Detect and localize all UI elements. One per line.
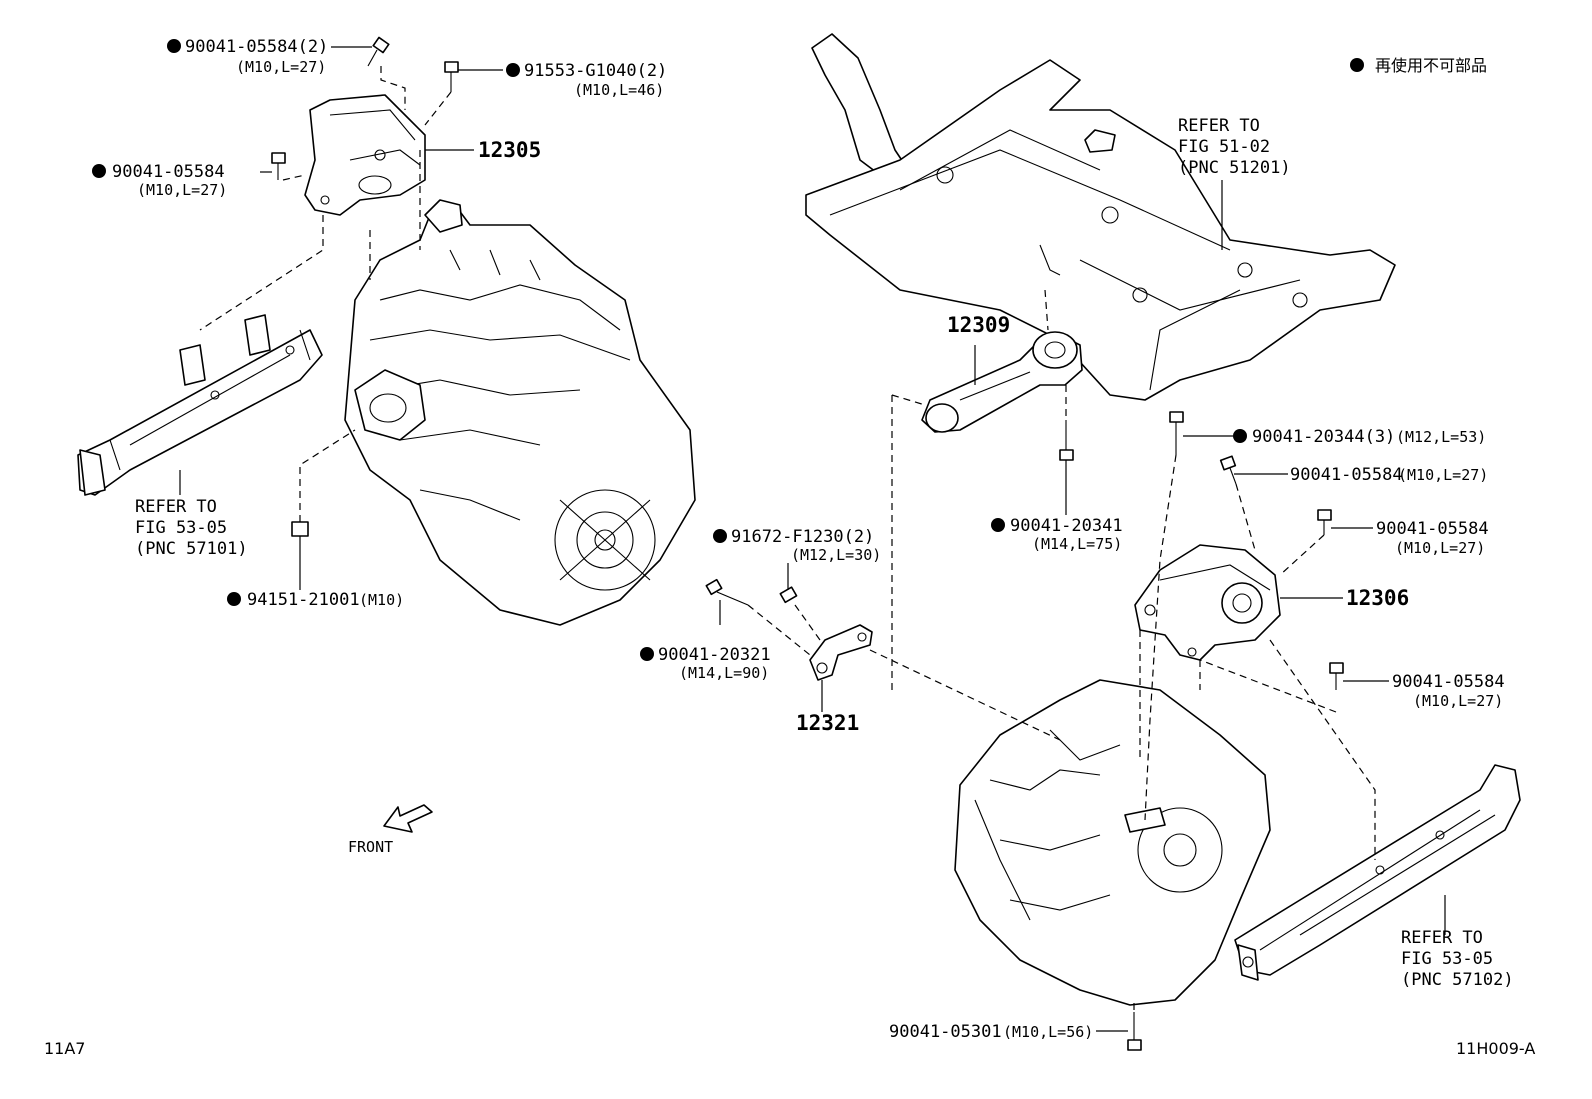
leader-lines	[179, 46, 1446, 1032]
torque-rod-12309-drawing	[921, 331, 1083, 433]
bolt-b8-icon	[1169, 411, 1184, 455]
part-spec: (M10,L=27)	[1395, 539, 1485, 557]
ref-subframe-line1: REFER TO	[1178, 116, 1260, 136]
bolt-b7-icon	[1059, 420, 1074, 461]
ref-subframe-line2: FIG 51-02	[1178, 137, 1270, 157]
bolt-b1-icon	[367, 36, 390, 67]
bolt-b11-icon	[1329, 662, 1344, 690]
callout-b2[interactable]: 91553-G1040(2) (M10,L=46)	[506, 61, 667, 99]
bolt-b2-icon	[444, 61, 459, 92]
ref-subframe[interactable]: REFER TO FIG 51-02 (PNC 51201)	[1178, 116, 1291, 178]
bolt-b12-icon	[1127, 1012, 1142, 1051]
engine-block-drawing	[344, 199, 696, 626]
part-spec: (M10,L=27)	[137, 181, 227, 199]
non-reusable-dot-icon	[713, 529, 727, 543]
bolt-icons	[271, 36, 1344, 1051]
front-subframe-drawing	[805, 33, 1396, 401]
part-spec: (M10,L=27)	[1398, 466, 1488, 484]
non-reusable-dot-icon	[227, 592, 241, 606]
ref-right-member-line2: FIG 53-05	[1401, 949, 1493, 969]
ref-right-member-line3: (PNC 57102)	[1401, 970, 1514, 990]
part-spec: (M12,L=53)	[1396, 428, 1486, 446]
corner-code-right: 11H009-A	[1456, 1039, 1535, 1058]
transmission-mount-12306-drawing	[1134, 544, 1281, 661]
callout-b1[interactable]: 90041-05584(2) (M10,L=27)	[167, 37, 328, 76]
callout-b7[interactable]: 90041-20341 (M14,L=75)	[991, 516, 1123, 553]
ref-right-member-line1: REFER TO	[1401, 928, 1483, 948]
legend: 再使用不可部品	[1350, 56, 1487, 75]
bolt-b5-icon	[779, 586, 798, 604]
part-spec: (M12,L=30)	[791, 546, 881, 564]
left-frame-member-drawing	[77, 314, 323, 496]
part-number: 94151-21001	[247, 590, 360, 610]
part-spec: (M10,L=27)	[1413, 692, 1503, 710]
part-number: 90041-05584(2)	[185, 37, 328, 57]
non-reusable-dot-icon	[1350, 58, 1364, 72]
non-reusable-dot-icon	[991, 518, 1005, 532]
ref-left-member-line1: REFER TO	[135, 497, 217, 517]
part-number: 90041-05584	[1290, 465, 1403, 485]
bracket-12321-drawing	[809, 624, 873, 681]
part-number: 90041-20344(3)	[1252, 427, 1395, 447]
bolt-b9-icon	[1219, 455, 1237, 485]
callout-b11[interactable]: 90041-05584 (M10,L=27)	[1392, 672, 1505, 710]
right-frame-member-drawing	[1234, 764, 1521, 981]
part-number: 91553-G1040(2)	[524, 61, 667, 81]
part-spec: (M10,L=56)	[1003, 1023, 1093, 1041]
callout-b8[interactable]: 90041-20344(3) (M12,L=53)	[1233, 427, 1486, 447]
callout-b4[interactable]: 94151-21001 (M10)	[227, 590, 404, 610]
part-number: 90041-05584	[1392, 672, 1505, 692]
transaxle-drawing	[954, 679, 1271, 1006]
bolt-b3-icon	[271, 152, 286, 180]
ref-left-member-line2: FIG 53-05	[135, 518, 227, 538]
part-number: 90041-20321	[658, 645, 771, 665]
assembly-dash-lines	[199, 66, 1376, 1010]
part-spec: (M10)	[359, 591, 404, 609]
engine-mount-12305-drawing	[304, 94, 426, 216]
bolt-b6-icon	[705, 578, 749, 606]
callout-b5[interactable]: 91672-F1230(2) (M12,L=30)	[713, 527, 881, 564]
part-spec: (M10,L=27)	[236, 58, 326, 76]
pnc-12309[interactable]: 12309	[947, 313, 1010, 337]
legend-text: 再使用不可部品	[1375, 56, 1487, 75]
callout-b6[interactable]: 90041-20321 (M14,L=90)	[640, 645, 771, 682]
ref-left-member-line3: (PNC 57101)	[135, 539, 248, 559]
nut-b4-icon	[291, 521, 309, 537]
callout-b12[interactable]: 90041-05301 (M10,L=56)	[889, 1022, 1093, 1042]
non-reusable-dot-icon	[167, 39, 181, 53]
non-reusable-dot-icon	[92, 164, 106, 178]
ref-subframe-line3: (PNC 51201)	[1178, 158, 1291, 178]
pnc-12321[interactable]: 12321	[796, 711, 859, 735]
pnc-12305[interactable]: 12305	[478, 138, 541, 162]
callout-b10[interactable]: 90041-05584 (M10,L=27)	[1376, 519, 1489, 557]
callout-b3[interactable]: 90041-05584 (M10,L=27)	[92, 162, 227, 199]
part-spec: (M10,L=46)	[574, 81, 664, 99]
non-reusable-dot-icon	[506, 63, 520, 77]
ref-right-member[interactable]: REFER TO FIG 53-05 (PNC 57102)	[1401, 928, 1514, 990]
non-reusable-dot-icon	[640, 647, 654, 661]
pnc-12306[interactable]: 12306	[1346, 586, 1409, 610]
non-reusable-dot-icon	[1233, 429, 1247, 443]
part-number: 90041-05301	[889, 1022, 1002, 1042]
corner-code-left: 11A7	[44, 1039, 85, 1058]
bolt-b10-icon	[1317, 509, 1332, 535]
part-spec: (M14,L=75)	[1032, 535, 1122, 553]
front-label: FRONT	[348, 838, 393, 856]
part-number: 90041-20341	[1010, 516, 1123, 536]
part-number: 91672-F1230(2)	[731, 527, 874, 547]
ref-left-member[interactable]: REFER TO FIG 53-05 (PNC 57101)	[135, 497, 248, 559]
part-spec: (M14,L=90)	[679, 664, 769, 682]
part-number: 90041-05584	[112, 162, 225, 182]
front-arrow-icon	[383, 804, 433, 833]
callout-b9[interactable]: 90041-05584 (M10,L=27)	[1290, 465, 1488, 485]
part-number: 90041-05584	[1376, 519, 1489, 539]
